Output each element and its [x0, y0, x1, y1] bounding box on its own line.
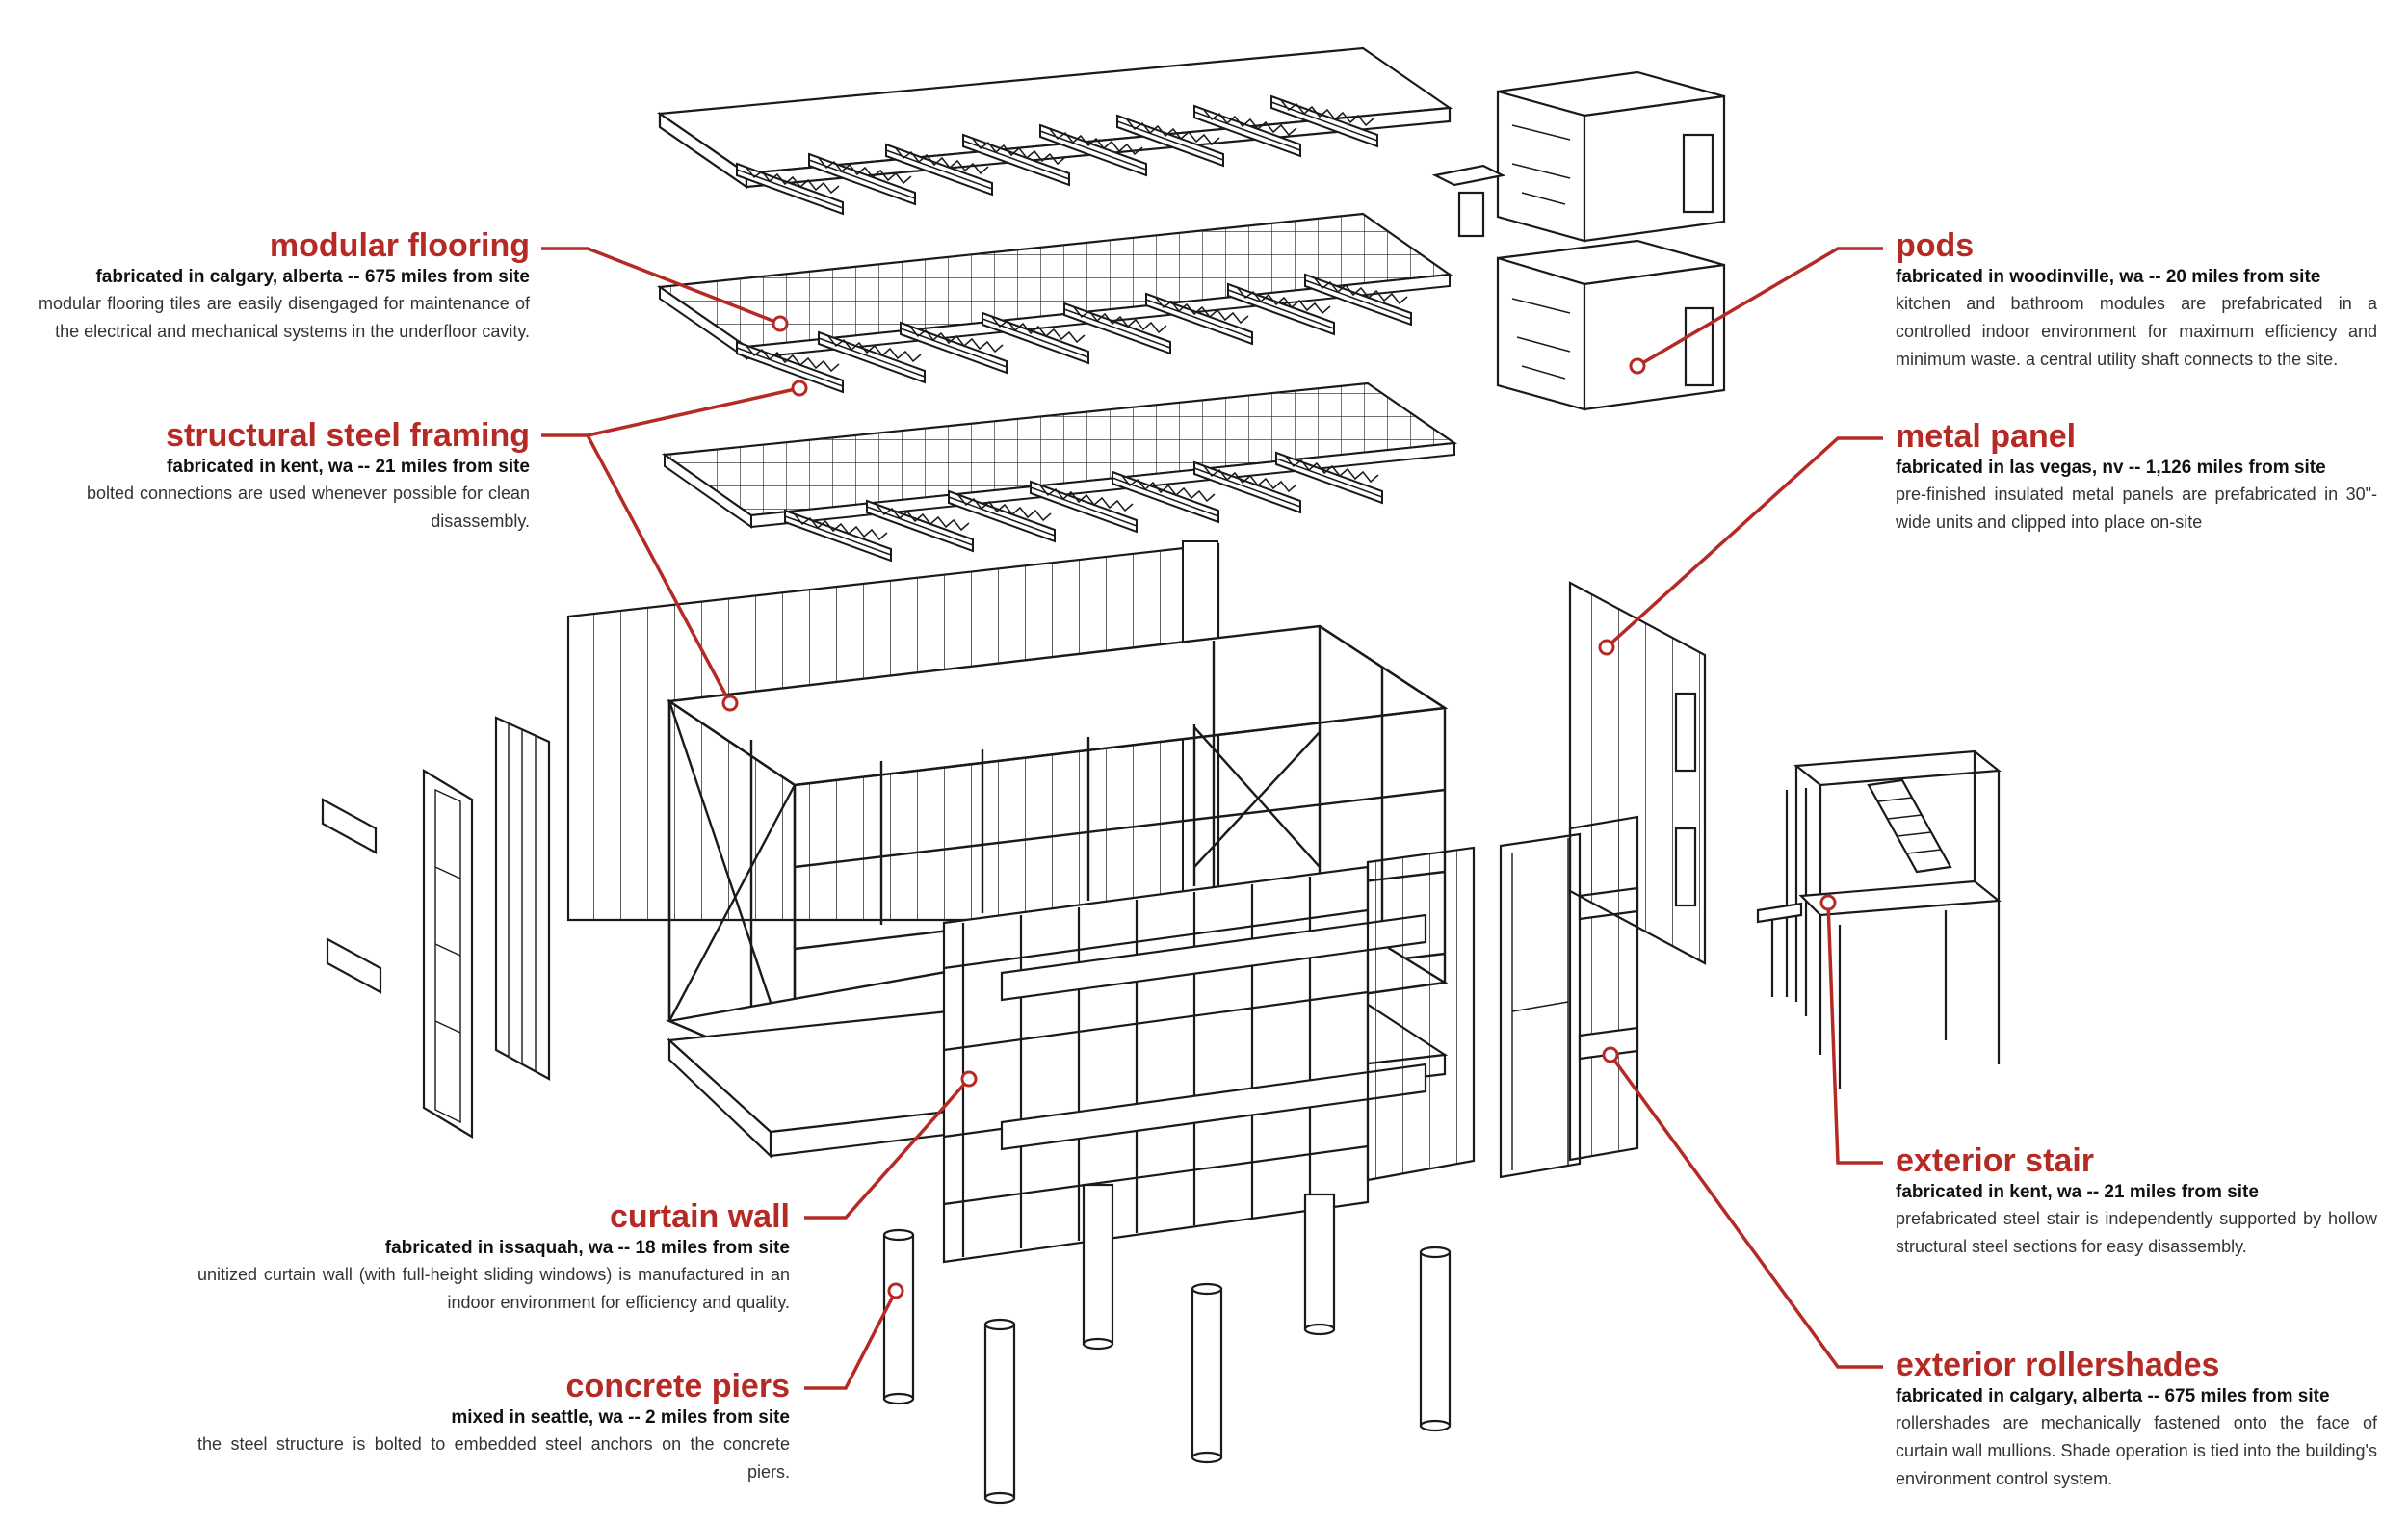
callout-title: concrete piers: [565, 1368, 790, 1404]
modular-flooring-layer-2: [661, 381, 1458, 562]
modular-flooring-layer-1: [656, 212, 1453, 393]
callout-description: prefabricated steel stair is independent…: [1896, 1209, 2377, 1256]
leader-structural-steel: [541, 386, 800, 704]
leader-curtain-wall: [804, 1077, 971, 1220]
callout-metal-panel: metal panel fabricated in las vegas, nv …: [1896, 418, 2377, 537]
callout-curtain-wall: curtain wall fabricated in issaquah, wa …: [197, 1198, 790, 1317]
callout-title: exterior stair: [1896, 1142, 2094, 1179]
leader-exterior-stair: [1826, 902, 1883, 1165]
callout-fabrication: fabricated in kent, wa -- 21 miles from …: [167, 457, 530, 477]
callout-modular-flooring: modular flooring fabricated in calgary, …: [39, 227, 530, 346]
callout-fabrication: fabricated in las vegas, nv -- 1,126 mil…: [1896, 458, 2326, 478]
callout-description: rollershades are mechanically fastened o…: [1896, 1413, 2377, 1488]
leader-endpoints: [721, 315, 1837, 1299]
leader-metal-panel: [1605, 436, 1883, 649]
callout-concrete-piers: concrete piers mixed in seattle, wa -- 2…: [197, 1368, 790, 1486]
callout-description: pre-finished insulated metal panels are …: [1896, 485, 2377, 532]
leader-lines: [541, 247, 1883, 1390]
callout-fabrication: fabricated in kent, wa -- 21 miles from …: [1896, 1182, 2259, 1202]
leader-concrete-piers: [804, 1290, 898, 1390]
callout-fabrication: fabricated in woodinville, wa -- 20 mile…: [1896, 267, 2321, 287]
leader-pods: [1636, 247, 1883, 368]
callout-title: exterior rollershades: [1896, 1347, 2220, 1383]
callout-pods: pods fabricated in woodinville, wa -- 20…: [1896, 227, 2377, 374]
callout-description: bolted connections are used whenever pos…: [87, 484, 530, 531]
callout-title: modular flooring: [269, 227, 530, 264]
callout-fabrication: mixed in seattle, wa -- 2 miles from sit…: [451, 1407, 790, 1428]
callout-exterior-rollershades: exterior rollershades fabricated in calg…: [1896, 1347, 2377, 1493]
callout-title: structural steel framing: [166, 417, 530, 454]
callout-fabrication: fabricated in calgary, alberta -- 675 mi…: [1896, 1386, 2330, 1406]
kitchen-pod-upper: [1431, 70, 1726, 243]
callout-fabrication: fabricated in issaquah, wa -- 18 miles f…: [384, 1238, 790, 1258]
curtain-wall: [942, 865, 1427, 1264]
callout-title: metal panel: [1896, 418, 2077, 455]
callout-fabrication: fabricated in calgary, alberta -- 675 mi…: [95, 267, 530, 287]
callout-description: modular flooring tiles are easily diseng…: [39, 294, 530, 341]
metal-panel: [1568, 581, 1707, 965]
concrete-piers: [882, 1183, 1452, 1505]
front-cladding-wall: [1366, 846, 1476, 1182]
leader-exterior-rollershades: [1609, 1053, 1883, 1369]
callout-description: kitchen and bathroom modules are prefabr…: [1896, 294, 2377, 369]
exterior-stair: [1756, 749, 2002, 1089]
callout-description: unitized curtain wall (with full-height …: [197, 1265, 790, 1312]
callout-description: the steel structure is bolted to embedde…: [197, 1434, 790, 1482]
leader-modular-flooring: [541, 247, 781, 326]
left-end-panels: [321, 716, 551, 1139]
bath-pod-lower: [1496, 239, 1726, 411]
callout-structural-steel-framing: structural steel framing fabricated in k…: [87, 417, 530, 536]
callout-title: curtain wall: [609, 1198, 790, 1235]
callout-title: pods: [1896, 227, 1975, 264]
callout-exterior-stair: exterior stair fabricated in kent, wa --…: [1896, 1142, 2377, 1261]
